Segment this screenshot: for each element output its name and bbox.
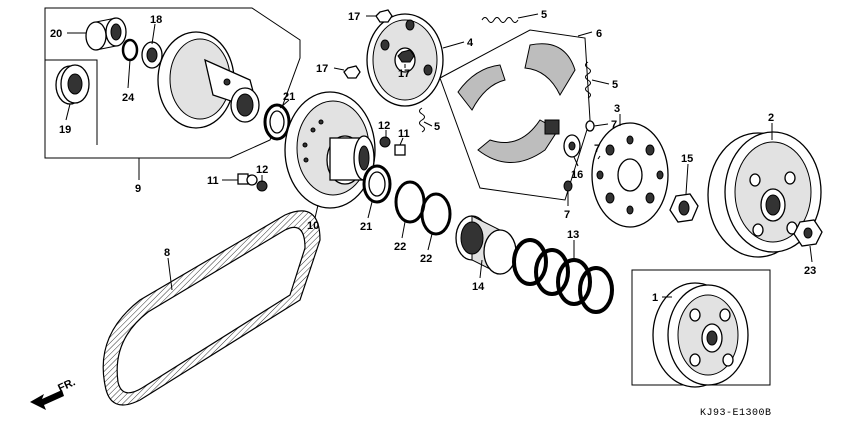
callout-17-top: 17	[348, 11, 360, 23]
clutch-assembly-1	[652, 282, 749, 388]
callout-7-mid: 7	[594, 143, 600, 155]
callout-21-lower: 21	[360, 221, 372, 233]
callout-7-bottom: 7	[564, 209, 570, 221]
callout-6: 6	[596, 28, 602, 40]
callout-21-upper: 21	[283, 91, 295, 103]
callout-24: 24	[122, 92, 135, 104]
drive-belt-8	[102, 210, 321, 406]
callout-1: 1	[652, 292, 658, 304]
callout-13: 13	[567, 229, 579, 241]
callout-19: 19	[59, 124, 71, 136]
movable-driven-face-10	[284, 91, 376, 209]
guide-pin-11-right	[394, 144, 406, 156]
callout-10: 10	[307, 220, 319, 232]
oil-seal-21-lower	[362, 164, 392, 204]
callout-12-right: 12	[378, 120, 390, 132]
seal-collar-14	[455, 215, 517, 275]
callout-22-b: 22	[420, 253, 432, 265]
callout-5-left: 5	[434, 121, 440, 133]
callout-17-center: 17	[398, 68, 410, 80]
nut-17-top	[375, 9, 393, 23]
callout-5-top: 5	[541, 9, 547, 21]
e-clip-7-bottom	[563, 180, 573, 192]
clutch-outer-2	[707, 131, 822, 258]
diagram-code: KJ93-E1300B	[700, 408, 772, 419]
callout-14: 14	[472, 281, 485, 293]
callout-17-left: 17	[316, 63, 328, 75]
drive-plate-3	[591, 122, 669, 228]
callout-2: 2	[768, 112, 774, 124]
direction-label: FR.	[56, 376, 77, 394]
callout-16: 16	[571, 169, 583, 181]
guide-pin-11-left	[237, 173, 258, 186]
guide-roller-12-left	[256, 180, 268, 192]
nut-17-center	[397, 49, 415, 63]
guide-roller-12-right	[379, 136, 391, 148]
callout-22-a: 22	[394, 241, 406, 253]
callout-18: 18	[150, 14, 162, 26]
needle-bearing-20	[85, 17, 127, 51]
circlip-24	[121, 38, 139, 62]
callout-9: 9	[135, 183, 141, 195]
callout-8: 8	[164, 247, 170, 259]
o-ring-22-a	[394, 180, 426, 224]
clutch-shoe-upper	[457, 43, 576, 111]
callout-11-left: 11	[207, 175, 219, 187]
callout-12-left: 12	[256, 164, 268, 176]
callout-4: 4	[467, 37, 474, 49]
callout-7-top: 7	[611, 119, 617, 131]
group-1-outline	[631, 269, 771, 386]
washer-16	[563, 134, 581, 158]
callout-5-right: 5	[612, 79, 618, 91]
bearing-18	[141, 41, 163, 69]
oil-seal-21-upper	[263, 103, 291, 141]
clutch-spring-5-top	[481, 17, 519, 23]
callout-23: 23	[804, 265, 816, 277]
group-6-outline	[439, 29, 591, 201]
bearing-19	[55, 64, 90, 105]
driven-face	[157, 31, 260, 129]
nut-23	[793, 219, 823, 247]
e-clip-7-top	[585, 120, 595, 132]
lock-nut-15	[669, 193, 699, 223]
front-arrow-icon	[30, 390, 64, 410]
callout-15: 15	[681, 153, 693, 165]
o-ring-22-b	[420, 192, 452, 236]
callout-11-right: 11	[398, 128, 410, 140]
driven-face-spring-13	[512, 238, 614, 314]
group-9-outline	[44, 7, 301, 159]
group-19-outline	[45, 59, 98, 145]
callouts: 20 18 24 19 9 11 12 21 10 12 11 21 22 22…	[50, 9, 816, 304]
callout-20: 20	[50, 28, 62, 40]
nut-17-mid	[343, 65, 361, 79]
clutch-spring-5-left	[419, 107, 425, 133]
clutch-shoe-lower	[477, 119, 560, 163]
leader-lines	[65, 13, 813, 298]
callout-3: 3	[614, 103, 620, 115]
